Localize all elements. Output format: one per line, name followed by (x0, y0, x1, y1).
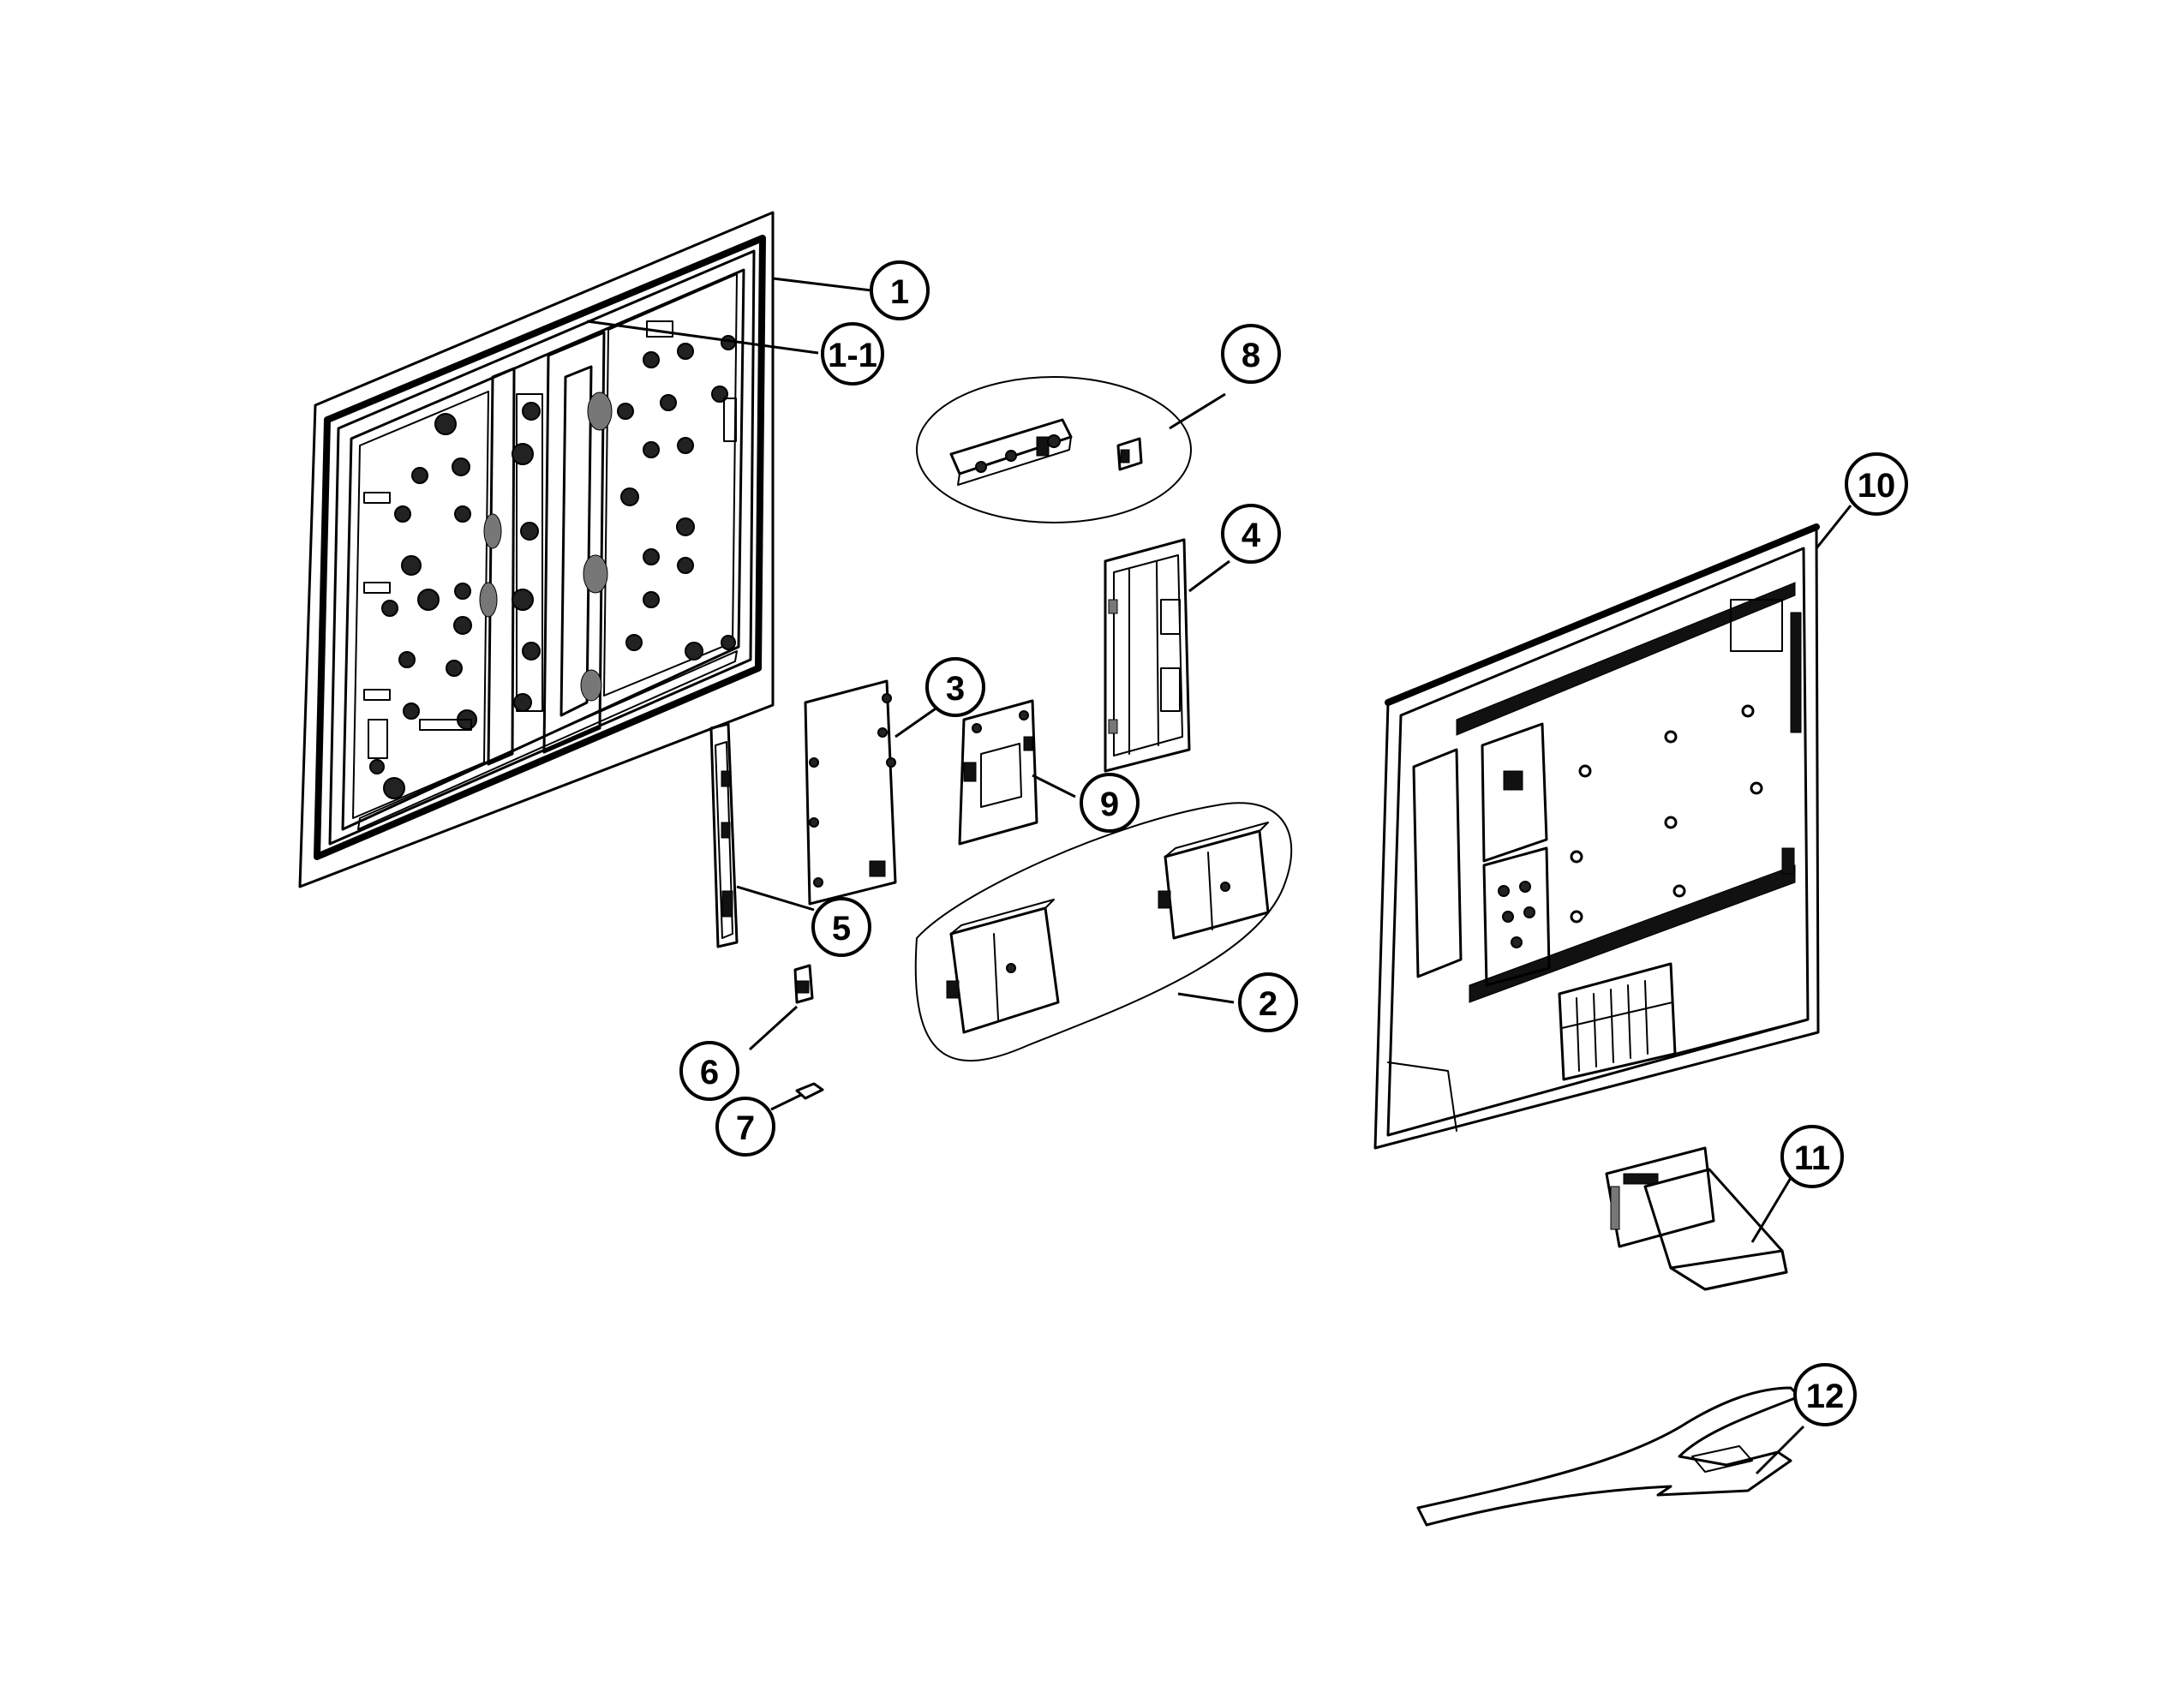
callout-label: 4 (1242, 517, 1261, 554)
callout-label: 1-1 (828, 337, 877, 374)
part-4-power-board (1104, 538, 1191, 773)
callout-label: 3 (946, 670, 965, 708)
callout-label: 2 (1259, 985, 1277, 1023)
callout-7: 7 (715, 1097, 775, 1157)
callout-9: 9 (1080, 773, 1140, 833)
callout-8: 8 (1221, 324, 1281, 384)
part-10-rear-cover (1373, 523, 1820, 1150)
part-11-stand-neck (1605, 1146, 1788, 1291)
part-7-tiny-bracket (795, 1082, 824, 1100)
part-9-small-board (958, 699, 1038, 846)
callout-1-1: 1-1 (821, 322, 884, 386)
callout-label: 1 (890, 273, 909, 311)
callout-label: 5 (832, 910, 851, 948)
callout-label: 8 (1242, 337, 1260, 374)
callout-6: 6 (679, 1041, 739, 1101)
callout-3: 3 (925, 657, 985, 717)
part-8-bracket-kit (916, 376, 1192, 523)
leader-lines (586, 277, 1852, 1475)
part-12-stand-base (1416, 1386, 1801, 1527)
callout-label: 10 (1858, 467, 1896, 505)
part-1-panel-assembly (298, 211, 775, 888)
part-6-clip (793, 964, 814, 1004)
part-2-speaker-kit (914, 802, 1293, 1062)
callout-2: 2 (1238, 972, 1298, 1032)
callout-label: 6 (700, 1054, 719, 1091)
callout-10: 10 (1845, 452, 1908, 516)
callout-label: 7 (736, 1109, 755, 1147)
callout-12: 12 (1793, 1363, 1857, 1426)
callout-1: 1 (870, 260, 930, 320)
part-5-side-bracket (709, 722, 739, 948)
callout-label: 9 (1100, 786, 1119, 823)
part-3-main-board (804, 679, 897, 906)
callout-label: 12 (1806, 1378, 1845, 1415)
callout-label: 11 (1794, 1139, 1830, 1177)
callout-5: 5 (811, 897, 871, 957)
callout-4: 4 (1221, 504, 1281, 564)
callout-11: 11 (1780, 1125, 1844, 1188)
